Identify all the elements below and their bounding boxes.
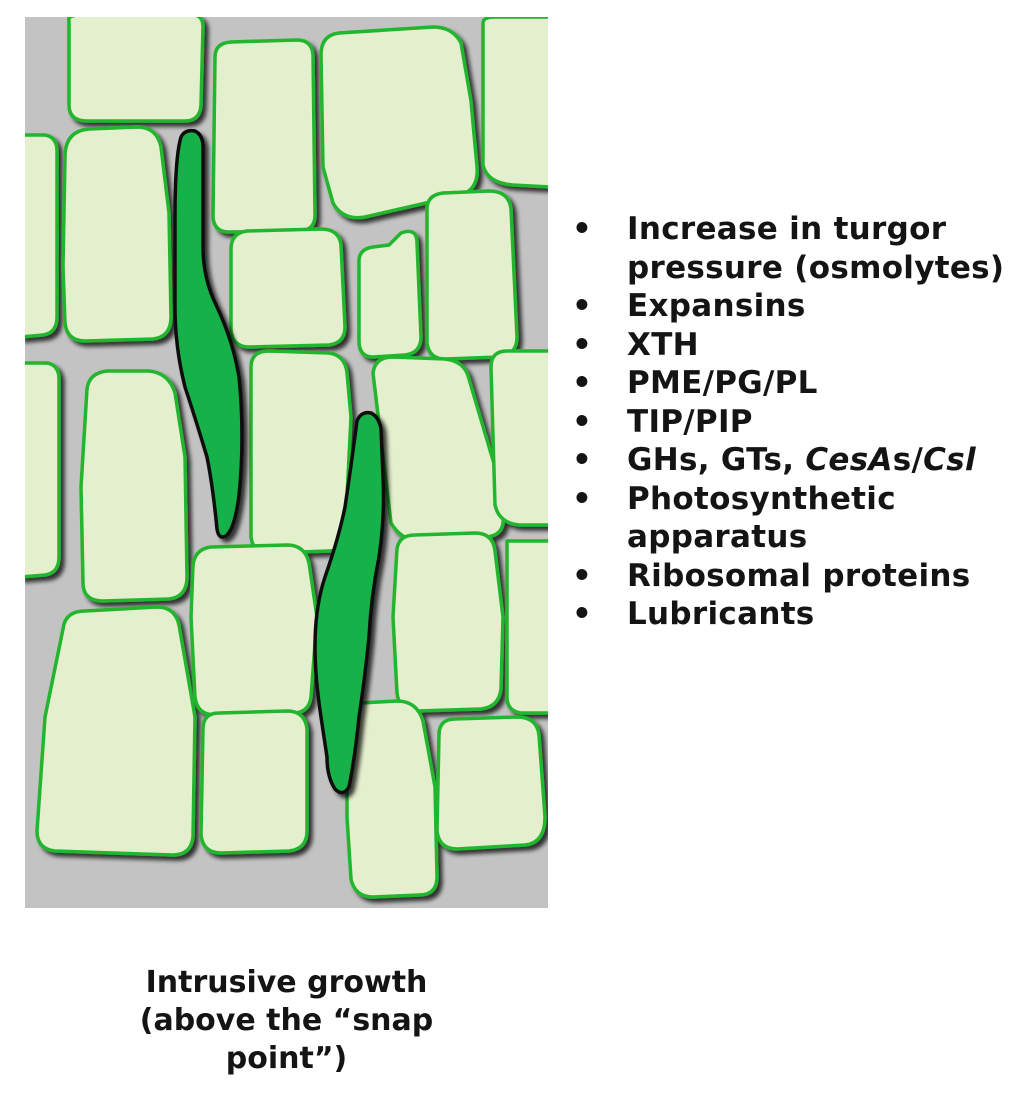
list-item: • PME/PG/PL (572, 364, 1004, 403)
bullet-icon: • (572, 480, 593, 517)
plant-cell (391, 531, 505, 713)
plant-cell (25, 361, 61, 579)
factor-photo-line2: apparatus (627, 519, 808, 555)
plant-cell (481, 17, 548, 189)
growth-factor-list: • Increase in turgor pressure (osmolytes… (572, 210, 1004, 634)
list-item: • GHs, GTs, CesAs/Csl (572, 441, 1004, 480)
caption-line1: Intrusive growth (145, 965, 428, 1000)
bullet-icon: • (572, 557, 593, 594)
list-item: • TIP/PIP (572, 403, 1004, 442)
plant-cell (67, 17, 205, 123)
list-item: • Expansins (572, 287, 1004, 326)
factor-ribosomal: Ribosomal proteins (627, 557, 971, 594)
caption-line3: point”) (225, 1041, 348, 1076)
plant-cell (319, 25, 479, 220)
list-item: • XTH (572, 326, 1004, 365)
plant-cell (425, 189, 519, 361)
plant-cell (79, 369, 189, 603)
list-item: • Ribosomal proteins (572, 557, 1004, 596)
plant-cell (211, 38, 317, 234)
caption-line2: (above the “snap (139, 1003, 434, 1038)
plant-cell (435, 715, 547, 851)
diagram-caption: Intrusive growth (above the “snap point”… (25, 964, 548, 1078)
factor-gh: GHs, GTs, CesAs/Csl (627, 441, 1004, 480)
plant-cell (344, 699, 439, 899)
bullet-icon: • (572, 596, 593, 632)
bullet-icon: • (572, 442, 593, 478)
plant-cell (199, 709, 309, 855)
factor-lubricants: Lubricants (627, 596, 815, 632)
factor-gh-cesa: CesA (805, 442, 893, 478)
factor-photo-line1: Photosynthetic (627, 480, 896, 517)
factor-expansins: Expansins (627, 288, 806, 324)
factor-gh-prefix: GHs, GTs, (627, 442, 806, 478)
factor-turgor-line2: pressure (osmolytes) (627, 249, 1005, 286)
plant-cell (505, 539, 548, 715)
bullet-icon: • (572, 211, 593, 247)
plant-cell (189, 543, 319, 717)
intrusive-cell-upper (173, 128, 244, 539)
bullet-icon: • (572, 288, 593, 324)
plant-cell (25, 133, 59, 339)
intrusive-cell-lower (313, 410, 386, 795)
list-item: • Photosynthetic apparatus (572, 480, 1004, 557)
list-item: • Increase in turgor pressure (osmolytes… (572, 210, 1004, 287)
plant-cell (357, 229, 423, 359)
bullet-icon: • (572, 326, 593, 363)
plant-cell (35, 605, 197, 857)
plant-cell (61, 125, 173, 343)
factor-tip: TIP/PIP (627, 403, 753, 440)
bullet-icon: • (572, 365, 593, 401)
cell-tissue-diagram (25, 17, 548, 908)
factor-xth: XTH (627, 326, 699, 363)
list-item: • Lubricants (572, 595, 1004, 634)
bullet-icon: • (572, 403, 593, 440)
factor-gh-csl: Csl (923, 442, 976, 478)
factor-turgor-line1: Increase in turgor (627, 211, 947, 247)
factor-gh-s-slash: s/ (892, 442, 924, 478)
plant-cell (489, 349, 548, 527)
plant-cell (229, 227, 347, 349)
factor-pme: PME/PG/PL (627, 365, 818, 401)
plant-cell (249, 349, 353, 555)
